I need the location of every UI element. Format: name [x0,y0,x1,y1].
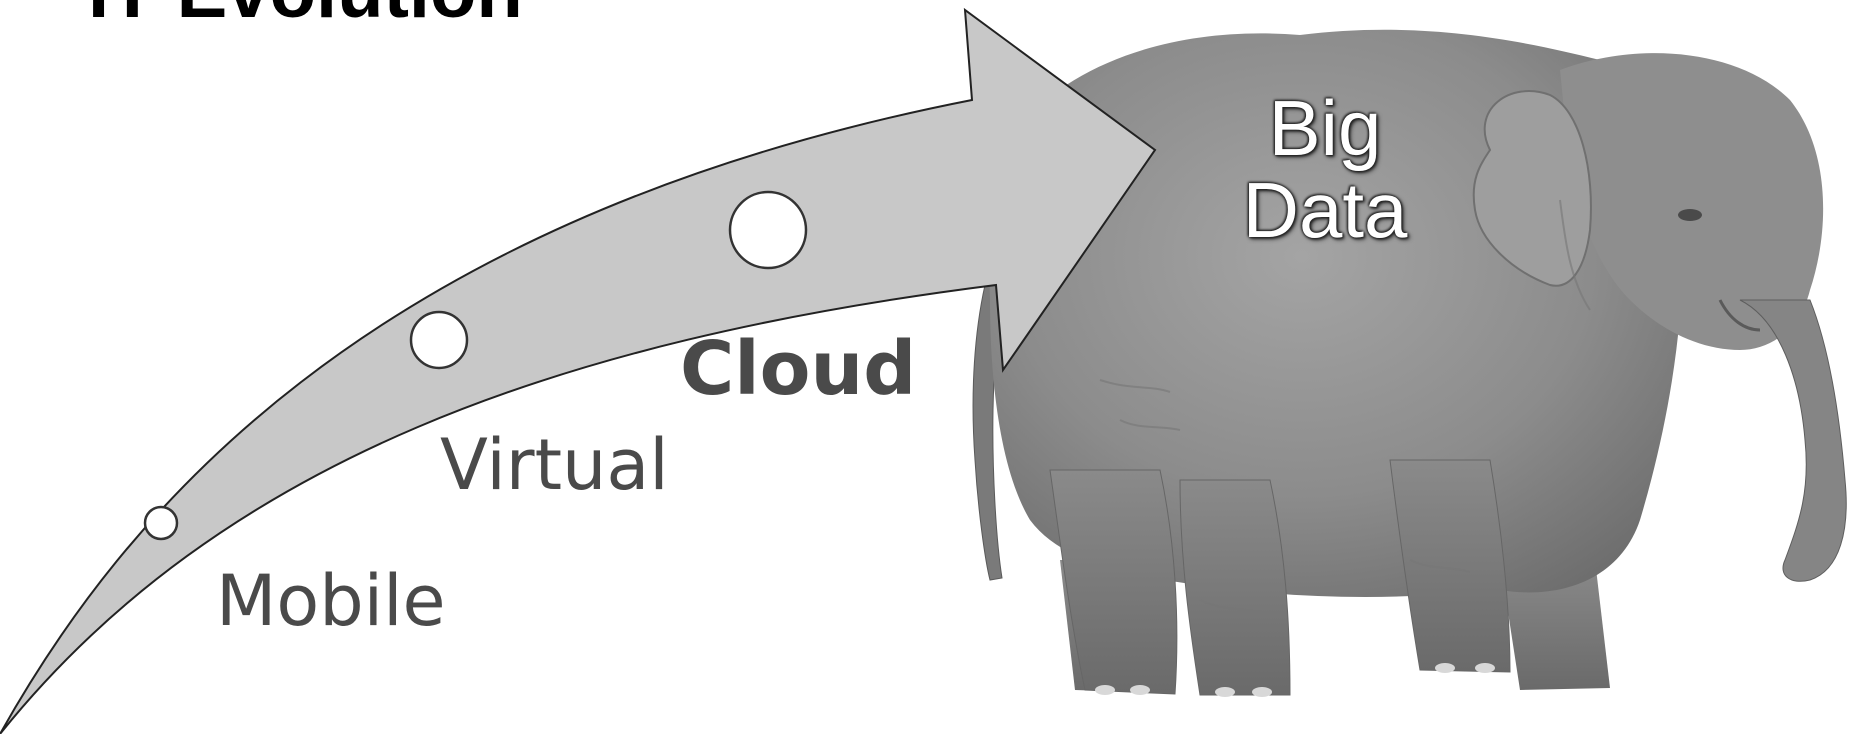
growth-arrow-icon [0,7,1157,734]
page-title: IT Evolution [88,0,523,30]
stage-marker-virtual [409,310,469,370]
stage-marker-cloud [728,190,808,270]
stage-marker-mobile [143,505,179,541]
stage-label-cloud: Cloud [680,326,917,412]
elephant-icon [972,29,1847,697]
big-data-line-1: Big [1268,84,1382,172]
stage-label-mobile: Mobile [216,560,446,642]
big-data-label: Big Data [1195,84,1455,254]
big-data-line-2: Data [1242,165,1408,254]
stage-label-virtual: Virtual [440,424,669,506]
